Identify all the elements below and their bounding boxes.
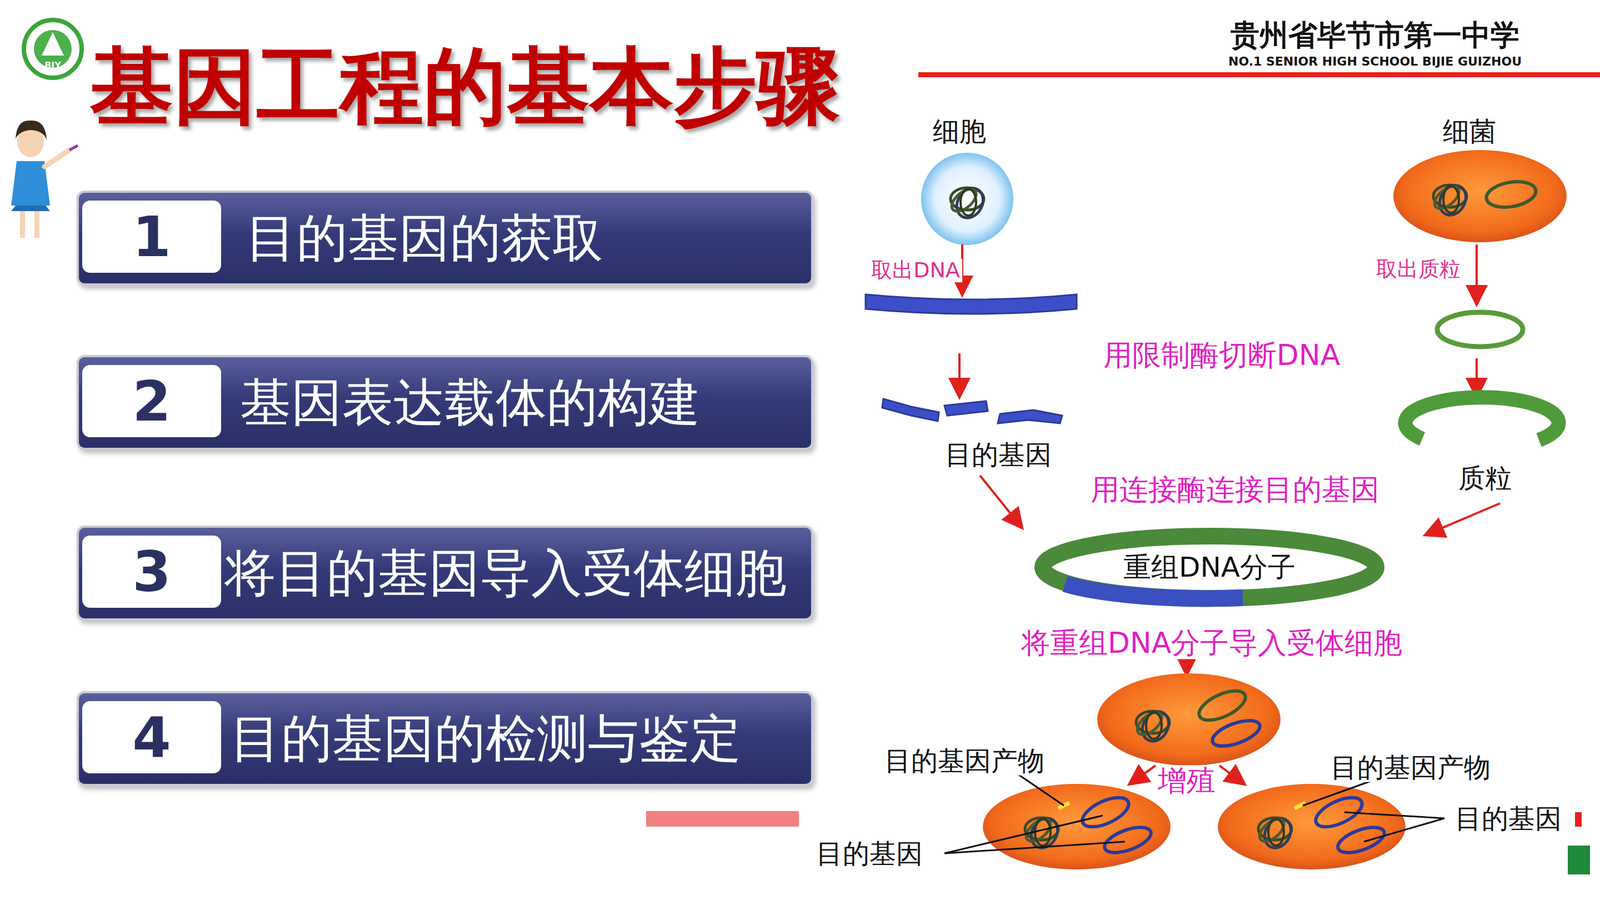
picture-label: 目的基因 xyxy=(1452,803,1564,834)
school-logo xyxy=(23,20,82,78)
step-text: 目的基因的检测与鉴定 xyxy=(230,704,742,774)
cut-plasmid xyxy=(1405,397,1559,440)
logo-text: BJY xyxy=(44,60,62,71)
picture-label: 目的基因 xyxy=(942,440,1054,470)
teacher-figure xyxy=(11,120,78,238)
step-band: 4 目的基因的检测与鉴定 xyxy=(76,691,814,787)
step-number: 3 xyxy=(82,535,222,608)
recombinant-dna-ring: 重组DNA分子 xyxy=(1031,526,1388,609)
step-note: 取出DNA xyxy=(868,258,963,283)
corner-mark xyxy=(1575,812,1582,827)
picture-label: 目的基因产物 xyxy=(1328,752,1493,783)
dna-fragments xyxy=(882,398,1063,424)
step-number: 2 xyxy=(82,365,222,438)
bacterium xyxy=(1393,150,1567,243)
dna-strand xyxy=(865,294,1077,314)
step-note: 增殖 xyxy=(1155,765,1218,797)
step-number-text: 1 xyxy=(132,204,172,270)
slide-title: 基因工程的基本步骤 xyxy=(90,40,840,132)
step-number-text: 2 xyxy=(132,368,172,434)
step-number: 1 xyxy=(82,200,222,273)
step-text: 将目的基因导入受体细胞 xyxy=(224,538,787,608)
picture-label: 目的基因产物 xyxy=(882,746,1047,776)
accent-bar xyxy=(646,811,799,827)
bacterium xyxy=(1097,673,1281,766)
step-number-text: 3 xyxy=(132,539,172,605)
step-number-text: 4 xyxy=(132,705,172,770)
step-band: 3 将目的基因导入受体细胞 xyxy=(76,525,814,621)
school-name: 贵州省毕节市第一中学 xyxy=(1230,19,1520,52)
step-text: 目的基因的获取 xyxy=(245,203,604,273)
step-note: 用限制酶切断DNA xyxy=(1101,339,1343,372)
plasmid xyxy=(1437,312,1523,347)
step-band: 1 目的基因的获取 xyxy=(76,190,814,286)
picture-label: 细菌 xyxy=(1440,116,1499,147)
bacterium xyxy=(1217,783,1406,870)
header-rule xyxy=(918,72,1600,78)
picture-label: 细胞 xyxy=(930,116,989,147)
step-note: 取出质粒 xyxy=(1373,257,1463,282)
bacterium xyxy=(982,783,1171,870)
step-band: 2 基因表达载体的构建 xyxy=(76,355,814,450)
picture-label: 目的基因 xyxy=(813,838,925,869)
picture-label: 质粒 xyxy=(1456,463,1514,493)
step-arrows xyxy=(959,244,1500,784)
step-note: 将重组DNA分子导入受体细胞 xyxy=(1018,627,1405,659)
step-text: 基因表达载体的构建 xyxy=(240,368,700,438)
school-name-en: NO.1 SENIOR HIGH SCHOOL BIJIE GUIZHOU xyxy=(1228,55,1522,69)
corner-mark xyxy=(1567,845,1590,875)
step-number: 4 xyxy=(82,701,222,774)
ring-text: 重组DNA分子 xyxy=(1123,548,1296,587)
cell xyxy=(921,152,1014,245)
step-note: 用连接酶连接目的基因 xyxy=(1088,473,1382,506)
